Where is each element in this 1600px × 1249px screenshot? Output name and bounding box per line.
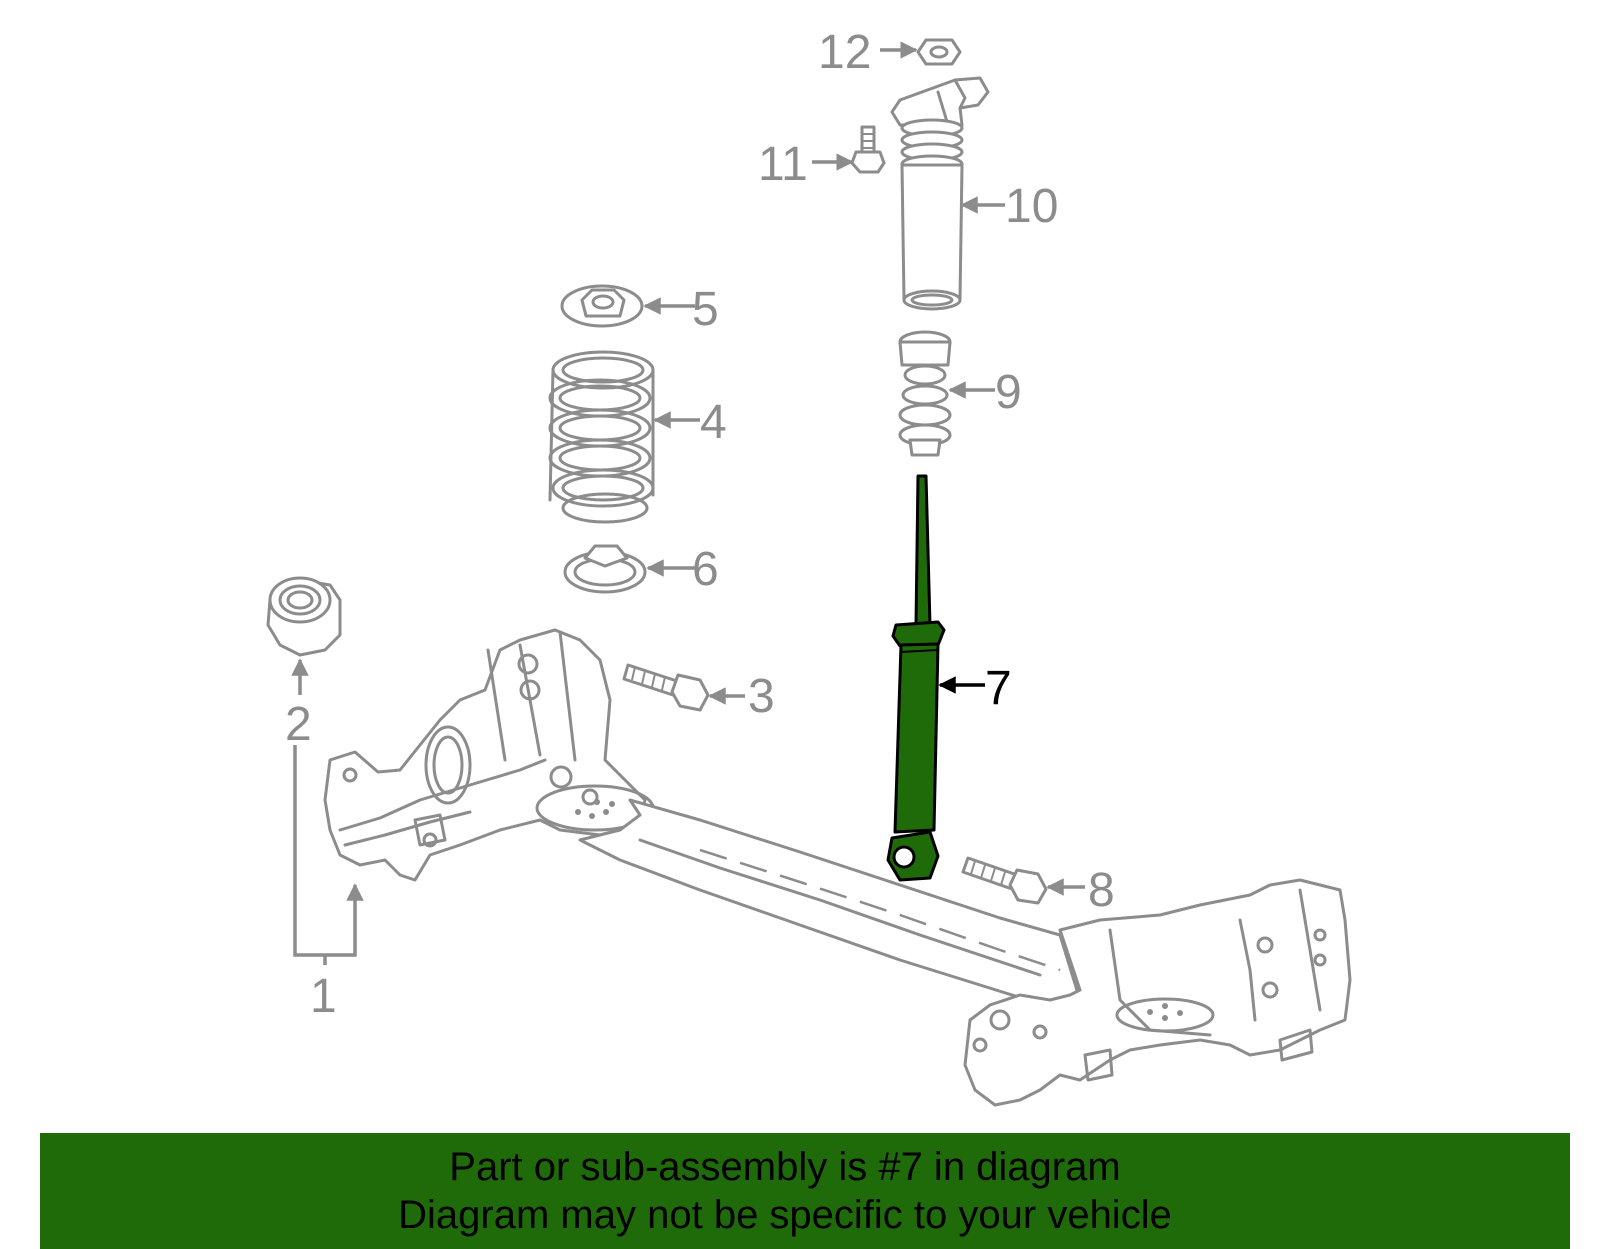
callout-4-label: 4 (700, 396, 727, 449)
callout-5-label: 5 (692, 283, 719, 336)
bump-stop-part-9 (898, 330, 952, 457)
bushing-part-2 (266, 576, 342, 657)
callout-2-label: 2 (285, 698, 312, 751)
spring-seat-part-5 (560, 284, 644, 328)
bolt-part-11 (850, 125, 886, 174)
callout-6-label: 6 (692, 543, 719, 596)
callout-1-label: 1 (310, 970, 337, 1023)
dust-boot-part-10 (890, 76, 990, 311)
bolt-part-8 (961, 856, 1048, 905)
callout-3-label: 3 (748, 670, 775, 723)
info-banner: Part or sub-assembly is #7 in diagram Di… (40, 1133, 1570, 1249)
callout-9-label: 9 (995, 366, 1022, 419)
banner-disclaimer: Diagram may not be specific to your vehi… (398, 1193, 1172, 1237)
coil-spring-part-4 (548, 350, 655, 524)
callout-11-label: 11 (758, 138, 808, 191)
callout-7-label: 7 (985, 662, 1012, 715)
shock-absorber-part-7 (886, 474, 946, 882)
nut-part-12 (916, 38, 962, 66)
bolt-part-3 (622, 663, 710, 712)
callout-8-label: 8 (1088, 864, 1115, 917)
axle-beam-part-1 (323, 628, 1352, 1107)
callout-10-label: 10 (1005, 180, 1058, 233)
lower-spring-seat-part-6 (563, 544, 647, 594)
callout-12-label: 12 (818, 26, 871, 79)
banner-part-note: Part or sub-assembly is #7 in diagram (449, 1145, 1121, 1189)
